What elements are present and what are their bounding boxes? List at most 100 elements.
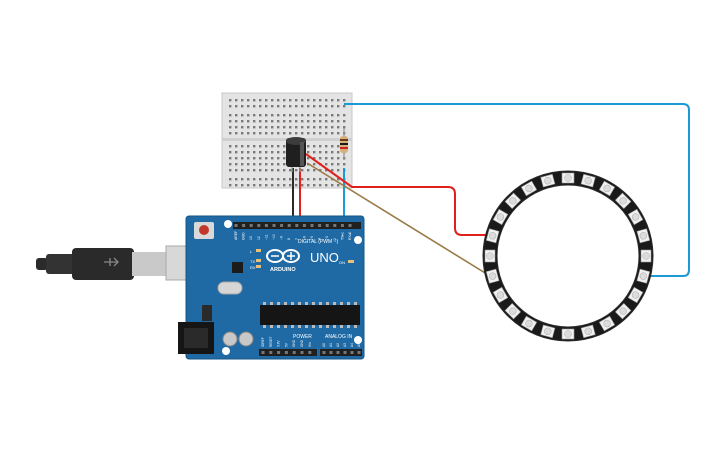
breadboard-hole[interactable] xyxy=(319,114,322,117)
breadboard-hole[interactable] xyxy=(235,157,238,160)
breadboard-hole[interactable] xyxy=(235,105,238,108)
breadboard-hole[interactable] xyxy=(307,145,310,148)
breadboard-hole[interactable] xyxy=(253,157,256,160)
breadboard-hole[interactable] xyxy=(277,151,280,154)
neopixel-led[interactable] xyxy=(640,249,652,263)
neopixel-ring[interactable] xyxy=(482,170,654,342)
breadboard-hole[interactable] xyxy=(313,157,316,160)
breadboard-hole[interactable] xyxy=(289,169,292,172)
breadboard-hole[interactable] xyxy=(313,163,316,166)
breadboard-hole[interactable] xyxy=(271,105,274,108)
neopixel-led[interactable] xyxy=(598,315,616,332)
breadboard-hole[interactable] xyxy=(337,184,340,187)
breadboard-hole[interactable] xyxy=(337,169,340,172)
neopixel-led[interactable] xyxy=(540,173,556,188)
breadboard-hole[interactable] xyxy=(259,151,262,154)
breadboard-hole[interactable] xyxy=(235,178,238,181)
breadboard-hole[interactable] xyxy=(229,145,232,148)
breadboard-hole[interactable] xyxy=(319,132,322,135)
breadboard-hole[interactable] xyxy=(295,99,298,102)
digital-pin[interactable] xyxy=(272,224,276,227)
breadboard-hole[interactable] xyxy=(271,114,274,117)
breadboard-hole[interactable] xyxy=(277,145,280,148)
breadboard-hole[interactable] xyxy=(289,99,292,102)
breadboard-hole[interactable] xyxy=(331,145,334,148)
breadboard-hole[interactable] xyxy=(289,178,292,181)
analog-pin[interactable] xyxy=(343,351,347,354)
breadboard-hole[interactable] xyxy=(283,184,286,187)
breadboard-hole[interactable] xyxy=(235,163,238,166)
breadboard-hole[interactable] xyxy=(283,151,286,154)
breadboard-hole[interactable] xyxy=(343,163,346,166)
breadboard-hole[interactable] xyxy=(325,163,328,166)
power-pin[interactable] xyxy=(308,351,312,354)
digital-pin[interactable] xyxy=(287,224,291,227)
breadboard-hole[interactable] xyxy=(271,184,274,187)
breadboard-hole[interactable] xyxy=(265,157,268,160)
breadboard-hole[interactable] xyxy=(247,105,250,108)
breadboard-hole[interactable] xyxy=(271,145,274,148)
breadboard-hole[interactable] xyxy=(277,99,280,102)
breadboard-hole[interactable] xyxy=(319,120,322,123)
power-pin[interactable] xyxy=(269,351,273,354)
breadboard-hole[interactable] xyxy=(313,184,316,187)
breadboard-hole[interactable] xyxy=(325,99,328,102)
breadboard-hole[interactable] xyxy=(253,126,256,129)
digital-pin[interactable] xyxy=(295,224,299,227)
breadboard-hole[interactable] xyxy=(283,157,286,160)
breadboard-hole[interactable] xyxy=(271,120,274,123)
breadboard-hole[interactable] xyxy=(265,99,268,102)
breadboard-hole[interactable] xyxy=(271,157,274,160)
breadboard-hole[interactable] xyxy=(331,120,334,123)
breadboard-hole[interactable] xyxy=(253,163,256,166)
breadboard-hole[interactable] xyxy=(295,105,298,108)
breadboard-hole[interactable] xyxy=(307,151,310,154)
breadboard-hole[interactable] xyxy=(259,163,262,166)
breadboard-hole[interactable] xyxy=(313,169,316,172)
breadboard-hole[interactable] xyxy=(325,105,328,108)
breadboard-hole[interactable] xyxy=(265,114,268,117)
breadboard-hole[interactable] xyxy=(253,132,256,135)
neopixel-led[interactable] xyxy=(485,228,500,244)
neopixel-led[interactable] xyxy=(540,324,556,339)
breadboard-hole[interactable] xyxy=(331,105,334,108)
electrolytic-capacitor[interactable] xyxy=(286,137,306,172)
breadboard-hole[interactable] xyxy=(283,132,286,135)
breadboard-hole[interactable] xyxy=(319,169,322,172)
breadboard-hole[interactable] xyxy=(325,151,328,154)
breadboard-hole[interactable] xyxy=(271,169,274,172)
breadboard-hole[interactable] xyxy=(271,163,274,166)
breadboard-hole[interactable] xyxy=(253,105,256,108)
digital-pin[interactable] xyxy=(257,224,261,227)
analog-pin[interactable] xyxy=(322,351,326,354)
breadboard-hole[interactable] xyxy=(259,105,262,108)
breadboard-hole[interactable] xyxy=(229,105,232,108)
breadboard-hole[interactable] xyxy=(289,114,292,117)
breadboard-hole[interactable] xyxy=(235,169,238,172)
digital-pin[interactable] xyxy=(302,224,306,227)
breadboard-hole[interactable] xyxy=(283,114,286,117)
breadboard-hole[interactable] xyxy=(337,126,340,129)
digital-pin[interactable] xyxy=(310,224,314,227)
breadboard-hole[interactable] xyxy=(331,169,334,172)
wire-blue-power[interactable] xyxy=(344,103,690,277)
digital-pin[interactable] xyxy=(318,224,322,227)
breadboard-hole[interactable] xyxy=(241,163,244,166)
breadboard-hole[interactable] xyxy=(247,169,250,172)
breadboard-hole[interactable] xyxy=(277,157,280,160)
reset-button[interactable] xyxy=(199,225,209,235)
breadboard-hole[interactable] xyxy=(319,105,322,108)
breadboard-hole[interactable] xyxy=(253,99,256,102)
breadboard-hole[interactable] xyxy=(295,184,298,187)
breadboard-hole[interactable] xyxy=(247,151,250,154)
breadboard-hole[interactable] xyxy=(313,99,316,102)
breadboard-hole[interactable] xyxy=(307,120,310,123)
breadboard-hole[interactable] xyxy=(241,99,244,102)
breadboard-hole[interactable] xyxy=(241,105,244,108)
breadboard-hole[interactable] xyxy=(235,132,238,135)
breadboard-hole[interactable] xyxy=(265,120,268,123)
breadboard-hole[interactable] xyxy=(295,120,298,123)
breadboard-hole[interactable] xyxy=(331,184,334,187)
breadboard-hole[interactable] xyxy=(259,132,262,135)
breadboard-hole[interactable] xyxy=(241,126,244,129)
